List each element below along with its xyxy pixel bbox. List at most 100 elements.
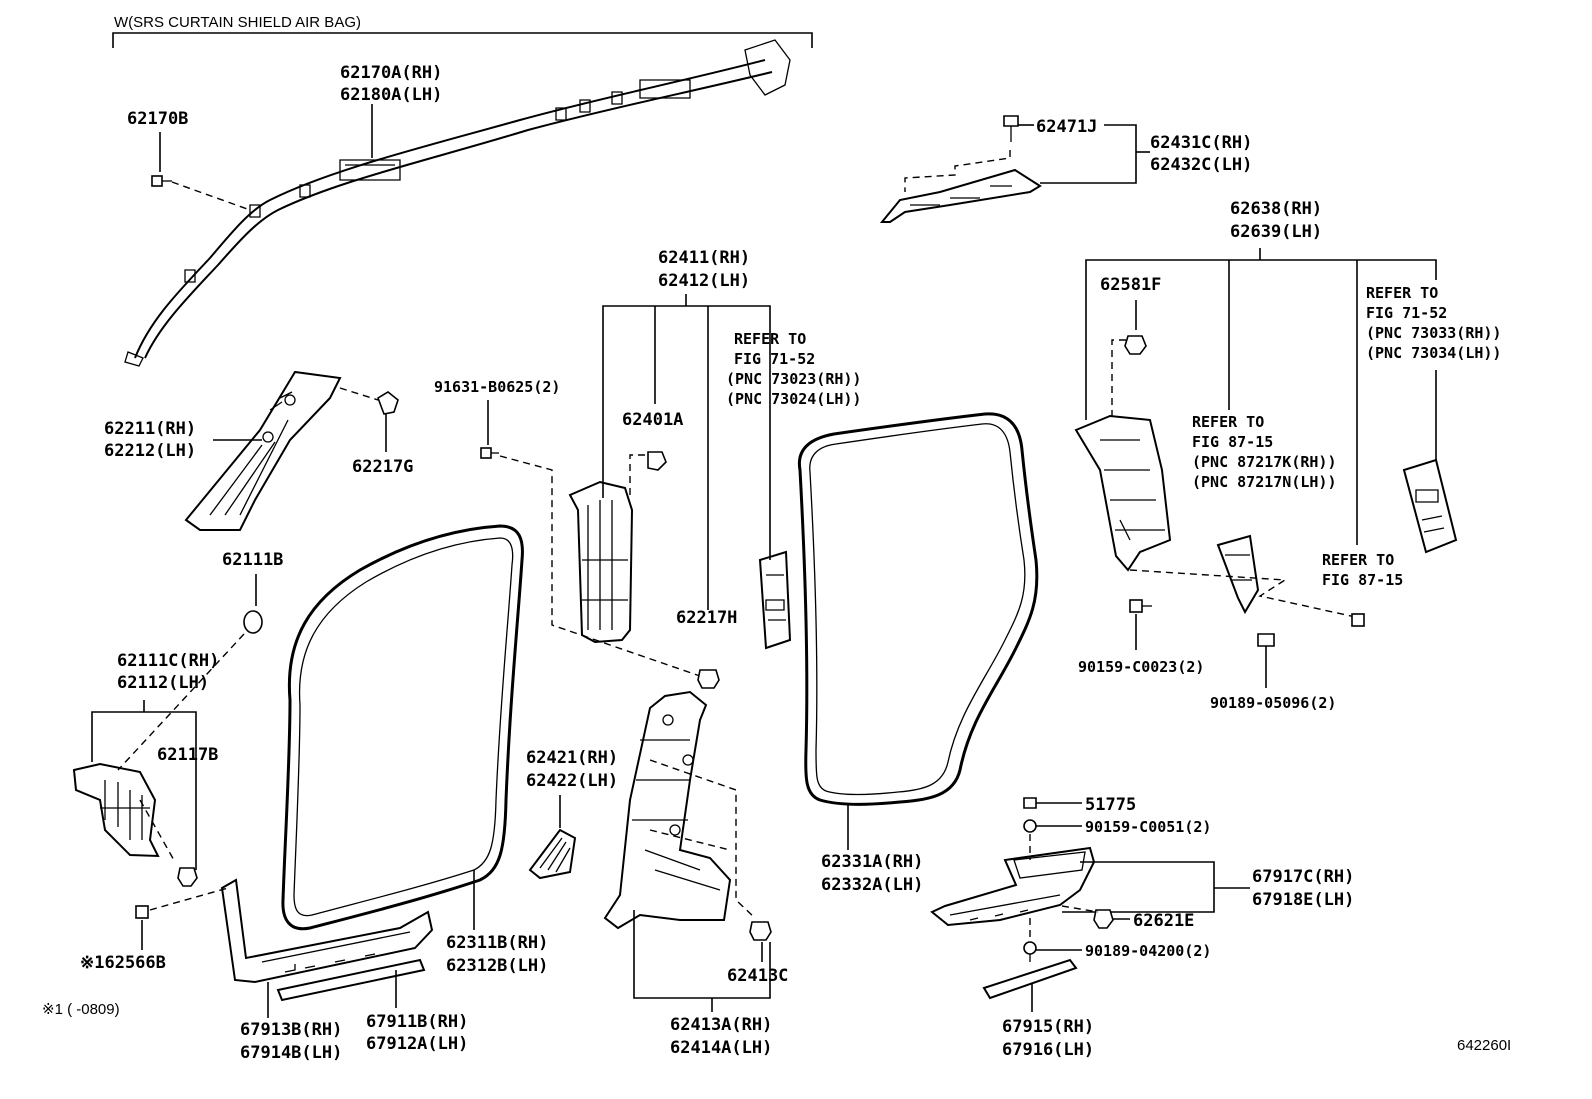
clip-icon <box>1023 797 1037 809</box>
clip-icon <box>1257 633 1275 647</box>
front-scuff-strip-part <box>276 958 426 1002</box>
label-62331A: 62331A(RH) <box>821 852 923 872</box>
label-62471J: 62471J <box>1036 117 1097 137</box>
ref2-pnc-lh: (PNC 73034(LH)) <box>1366 344 1501 362</box>
screw-icon <box>1003 115 1019 142</box>
label-62639: 62639(LH) <box>1230 222 1322 242</box>
ref2-title: REFER TO <box>1366 284 1438 302</box>
dashed-62401A <box>629 454 645 500</box>
clip-icon <box>377 391 399 415</box>
label-67911B: 67911B(RH) <box>366 1012 468 1032</box>
label-62566B: ※162566B <box>80 953 166 973</box>
bolt-icon <box>135 905 149 919</box>
label-62431C: 62431C(RH) <box>1150 133 1252 153</box>
rear-scuff-plate-part <box>930 846 1096 927</box>
label-62411: 62411(RH) <box>658 248 750 268</box>
clip-icon <box>749 921 772 941</box>
clip-icon <box>647 451 667 471</box>
label-62311B: 62311B(RH) <box>446 933 548 953</box>
label-62212: 62212(LH) <box>104 441 196 461</box>
label-67918E: 67918E(LH) <box>1252 890 1354 910</box>
ref4-title: REFER TO <box>1322 551 1394 569</box>
label-62112: 62112(LH) <box>117 673 209 693</box>
pillar-cover-part <box>528 828 577 880</box>
dashed-62111B <box>117 633 245 771</box>
dashed-91631 <box>499 455 701 677</box>
fastener-icon <box>243 610 263 634</box>
label-62432C: 62432C(LH) <box>1150 155 1252 175</box>
clip-icon <box>1124 335 1147 355</box>
ref1-fig: FIG 71-52 <box>734 350 815 368</box>
ref3-pnc-lh: (PNC 87217N(LH)) <box>1192 473 1337 491</box>
label-90189_04200: 90189-04200(2) <box>1085 942 1211 960</box>
cowl-side-trim-part <box>72 762 160 858</box>
ref1-title: REFER TO <box>734 330 806 348</box>
ref4-fig: FIG 87-15 <box>1322 571 1403 589</box>
bracket-62111C <box>91 711 197 870</box>
ref2-pnc-rh: (PNC 73033(RH)) <box>1366 324 1501 342</box>
label-67914B: 67914B(LH) <box>240 1043 342 1063</box>
seat-belt-anchor-cover-part <box>1216 534 1260 615</box>
clip-icon <box>1093 909 1114 929</box>
bracket-62638 <box>1085 259 1437 420</box>
curtain-airbag-part <box>124 39 791 367</box>
label-62413C: 62413C <box>727 966 788 986</box>
bolt-icon <box>1351 613 1365 627</box>
roof-side-rail-part <box>879 168 1042 223</box>
label-51775: 51775 <box>1085 795 1136 815</box>
label-62332A: 62332A(LH) <box>821 875 923 895</box>
dashed-62217G <box>339 387 379 401</box>
label-62170B: 62170B <box>127 109 188 129</box>
variant-bracket <box>112 32 813 48</box>
label-62217G: 62217G <box>352 457 413 477</box>
bracket-67917C <box>1062 861 1215 913</box>
front-scuff-plate-part <box>220 878 434 984</box>
screw-icon <box>1023 941 1037 962</box>
label-62581F: 62581F <box>1100 275 1161 295</box>
center-pillar-upper-garnish-part <box>568 480 634 644</box>
label-62111C: 62111C(RH) <box>117 651 219 671</box>
rear-door-weatherstrip-part <box>797 412 1039 806</box>
clip-icon <box>697 669 720 689</box>
ref1-pnc-rh: (PNC 73023(RH)) <box>726 370 861 388</box>
footnote: ※1 ( -0809) <box>42 1001 120 1018</box>
label-67916: 67916(LH) <box>1002 1040 1094 1060</box>
variant-note: W(SRS CURTAIN SHIELD AIR BAG) <box>114 14 361 31</box>
seat-belt-cover-part <box>758 550 792 650</box>
label-62413A: 62413A(RH) <box>670 1015 772 1035</box>
label-62401A: 62401A <box>622 410 683 430</box>
quarter-pillar-garnish-part <box>1074 414 1172 572</box>
label-62117B: 62117B <box>157 745 218 765</box>
dashed-62170B <box>171 181 251 211</box>
label-62414A: 62414A(LH) <box>670 1038 772 1058</box>
label-62638: 62638(RH) <box>1230 199 1322 219</box>
label-62621E: 62621E <box>1133 911 1194 931</box>
figure-code: 642260I <box>1457 1037 1511 1054</box>
ref2-fig: FIG 71-52 <box>1366 304 1447 322</box>
bolt-icon <box>1023 819 1037 833</box>
label-62312B: 62312B(LH) <box>446 956 548 976</box>
label-90159C0023: 90159-C0023(2) <box>1078 658 1204 676</box>
dashed-62621E <box>1061 905 1099 913</box>
label-62111B: 62111B <box>222 550 283 570</box>
dashed-62413C-2 <box>649 829 731 851</box>
dashed-62471J <box>904 150 1011 192</box>
bolt-icon <box>1129 599 1152 613</box>
bracket-62413A <box>633 910 771 999</box>
ref3-pnc-rh: (PNC 87217K(RH)) <box>1192 453 1337 471</box>
ref1-pnc-lh: (PNC 73024(LH)) <box>726 390 861 408</box>
label-67913B: 67913B(RH) <box>240 1020 342 1040</box>
rear-scuff-strip-part <box>982 958 1078 1000</box>
front-door-weatherstrip-part <box>281 524 524 931</box>
label-62211: 62211(RH) <box>104 419 196 439</box>
rear-belt-cover-part <box>1402 458 1458 554</box>
label-62170A: 62170A(RH) <box>340 63 442 83</box>
screw-icon <box>480 447 499 459</box>
dashed-62117B <box>139 799 176 863</box>
label-62422: 62422(LH) <box>526 771 618 791</box>
ref3-fig: FIG 87-15 <box>1192 433 1273 451</box>
dashed-quarter <box>1129 569 1361 619</box>
front-pillar-garnish-part <box>184 370 342 531</box>
bracket-62431C <box>1040 124 1137 184</box>
